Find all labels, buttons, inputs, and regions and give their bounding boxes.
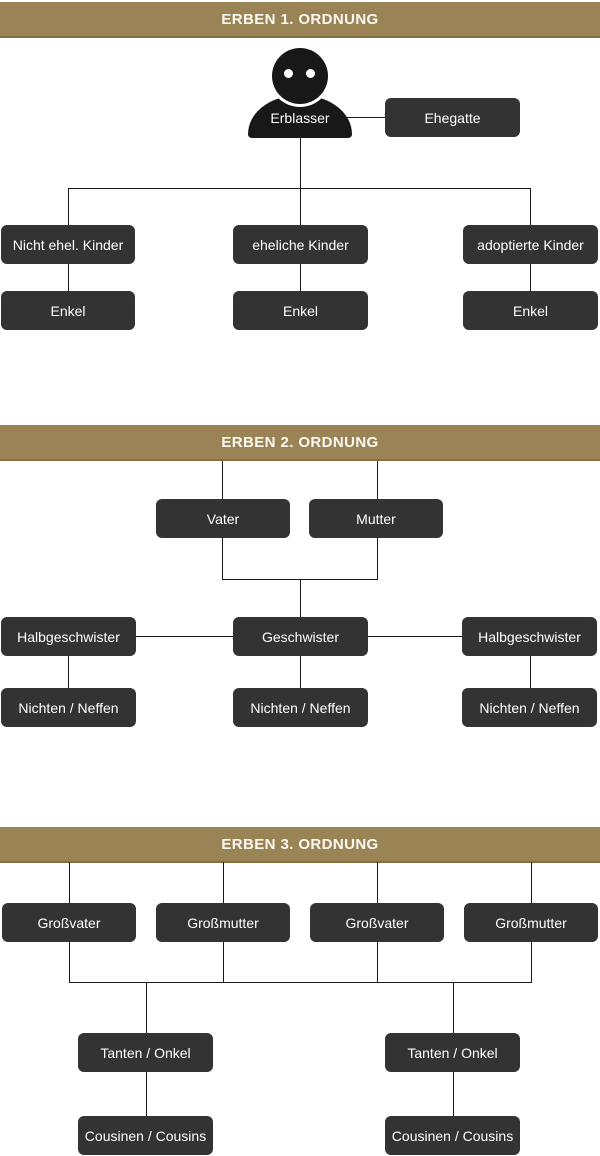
connector-line (68, 188, 531, 189)
connector-line (223, 942, 224, 983)
connector-line (222, 461, 223, 500)
connector-line (300, 188, 301, 226)
connector-line (530, 264, 531, 292)
node-erblasser: Erblasser (270, 110, 330, 126)
node-geschwister: Geschwister (233, 617, 368, 656)
erblasser-person-icon: Erblasser (245, 46, 355, 138)
connector-line (300, 579, 301, 618)
node-halbgeschwister-left: Halbgeschwister (1, 617, 136, 656)
section-2-title: ERBEN 2. ORDNUNG (221, 433, 379, 451)
node-nichten-neffen-mid: Nichten / Neffen (233, 688, 368, 727)
section-1-header: ERBEN 1. ORDNUNG (0, 2, 600, 38)
connector-line (69, 942, 70, 983)
connector-line (69, 982, 532, 983)
node-cousinen-cousins-left: Cousinen / Cousins (78, 1116, 213, 1155)
node-mutter: Mutter (309, 499, 443, 538)
connector-line (377, 862, 378, 904)
connector-line (136, 636, 234, 637)
node-adoptierte-kinder: adoptierte Kinder (463, 225, 598, 264)
node-grossmutter-1: Großmutter (156, 903, 290, 942)
connector-line (530, 656, 531, 689)
connector-line (223, 862, 224, 904)
eye-icon (284, 69, 293, 78)
node-halbgeschwister-right: Halbgeschwister (462, 617, 597, 656)
node-cousinen-cousins-right: Cousinen / Cousins (385, 1116, 520, 1155)
node-ehegatte: Ehegatte (385, 98, 520, 137)
connector-line (345, 117, 387, 118)
section-1-title: ERBEN 1. ORDNUNG (221, 10, 379, 28)
person-head (272, 48, 328, 104)
connector-line (146, 982, 147, 1034)
node-tanten-onkel-left: Tanten / Onkel (78, 1033, 213, 1072)
node-enkel-right: Enkel (463, 291, 598, 330)
section-3-header: ERBEN 3. ORDNUNG (0, 827, 600, 863)
connector-line (531, 862, 532, 904)
node-vater: Vater (156, 499, 290, 538)
connector-line (300, 656, 301, 689)
connector-line (377, 538, 378, 580)
connector-line (69, 862, 70, 904)
node-grossvater-1: Großvater (2, 903, 136, 942)
node-nichten-neffen-right: Nichten / Neffen (462, 688, 597, 727)
connector-line (300, 264, 301, 292)
connector-line (68, 188, 69, 226)
connector-line (368, 636, 463, 637)
node-nicht-ehel-kinder: Nicht ehel. Kinder (1, 225, 135, 264)
connector-line (530, 188, 531, 226)
node-grossvater-2: Großvater (310, 903, 444, 942)
node-enkel-mid: Enkel (233, 291, 368, 330)
node-grossmutter-2: Großmutter (464, 903, 598, 942)
connector-line (377, 461, 378, 500)
connector-line (377, 942, 378, 983)
connector-line (68, 656, 69, 689)
connector-line (531, 942, 532, 983)
connector-line (222, 538, 223, 580)
node-enkel-left: Enkel (1, 291, 135, 330)
node-tanten-onkel-right: Tanten / Onkel (385, 1033, 520, 1072)
connector-line (453, 982, 454, 1034)
connector-line (453, 1072, 454, 1117)
section-2-header: ERBEN 2. ORDNUNG (0, 425, 600, 461)
connector-line (300, 137, 301, 188)
node-eheliche-kinder: eheliche Kinder (233, 225, 368, 264)
connector-line (68, 264, 69, 292)
section-3-title: ERBEN 3. ORDNUNG (221, 835, 379, 853)
connector-line (146, 1072, 147, 1117)
node-nichten-neffen-left: Nichten / Neffen (1, 688, 136, 727)
eye-icon (306, 69, 315, 78)
